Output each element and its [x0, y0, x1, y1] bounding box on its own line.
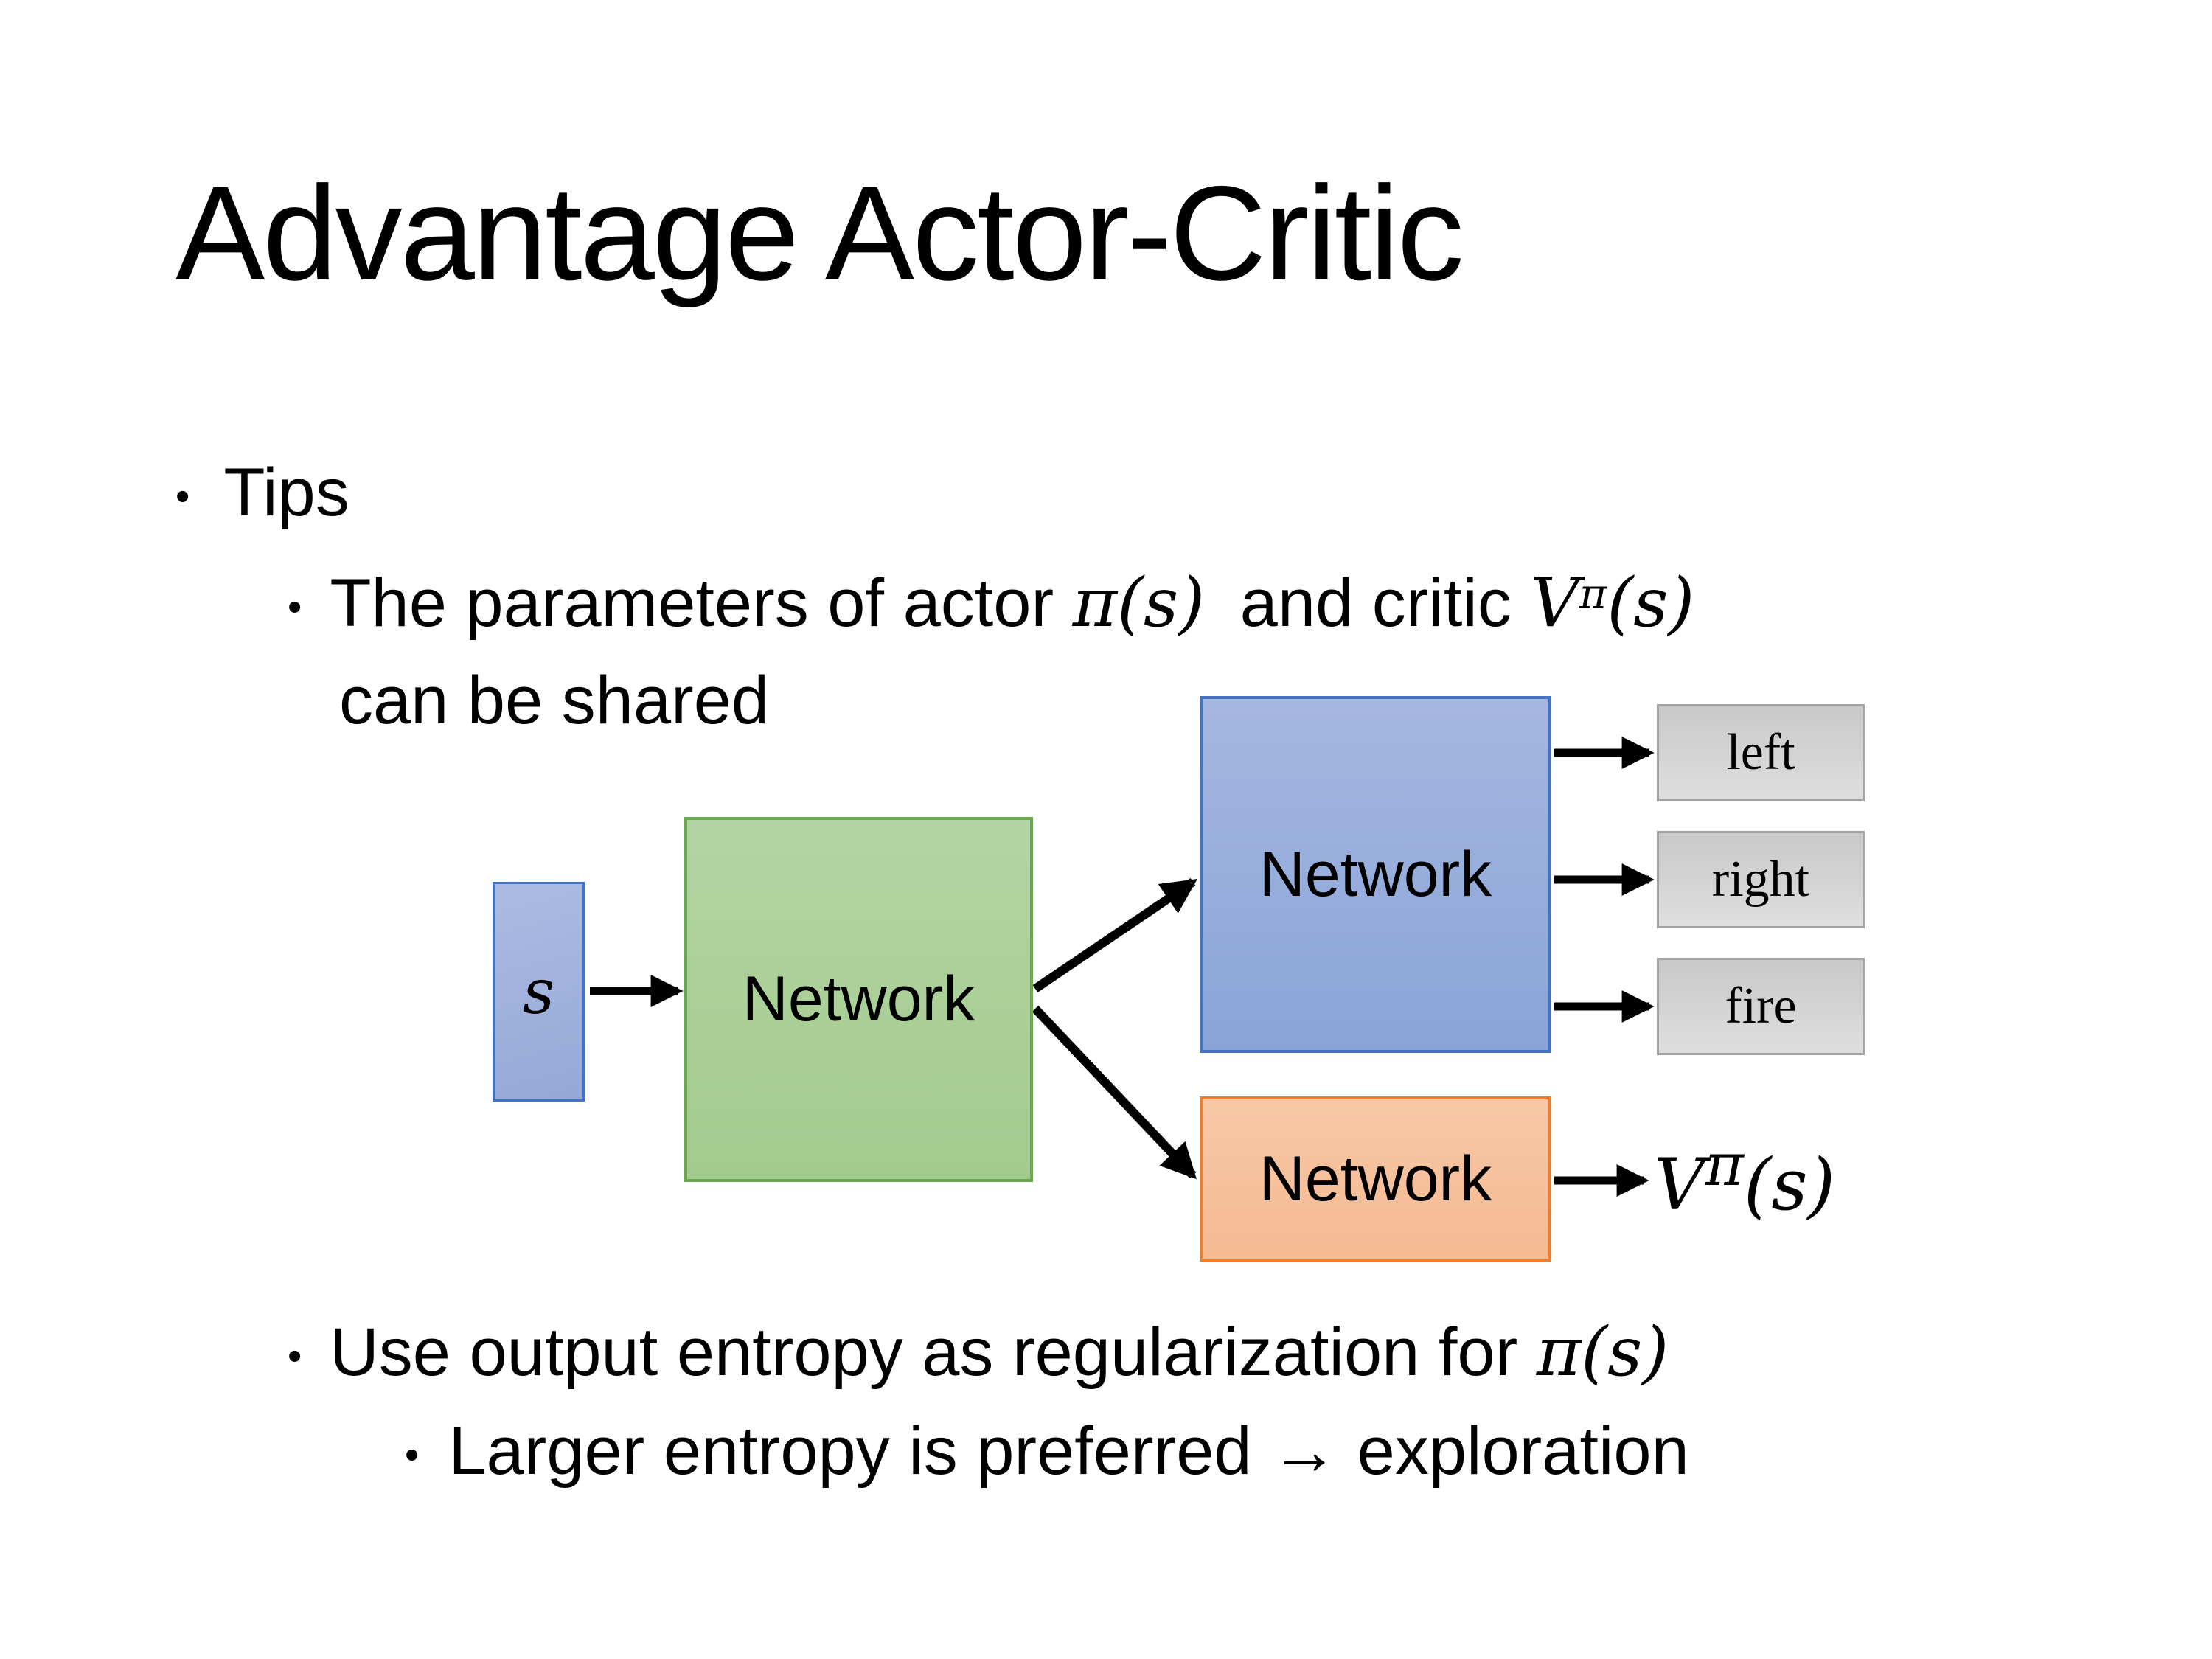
bullet-dot: • — [288, 1333, 302, 1380]
state-input-label: s — [522, 956, 555, 1028]
page-title: Advantage Actor-Critic — [175, 158, 1464, 308]
bullet-dot: • — [175, 473, 190, 520]
bullet-dot: • — [405, 1432, 420, 1478]
policy-math: π(s) — [1536, 1312, 1669, 1391]
shared-params-text-pre: The parameters of actor — [330, 566, 1073, 641]
bullet-entropy-regularization: • Use output entropy as regularization fo… — [288, 1315, 1669, 1390]
action-label-left: left — [1726, 724, 1795, 781]
action-label-fire: fire — [1725, 978, 1797, 1034]
action-box-fire: fire — [1657, 958, 1865, 1055]
value-v: V — [1654, 1144, 1705, 1226]
entropy-text: Use output entropy as regularization for — [330, 1315, 1537, 1390]
action-box-right: right — [1657, 831, 1865, 928]
value-args: (s) — [1743, 1144, 1836, 1226]
exploration-text: Larger entropy is preferred → exploratio… — [448, 1413, 1689, 1489]
arrow-shared-to-critic — [1032, 1005, 1197, 1180]
shared-params-text-mid: and critic — [1221, 566, 1531, 641]
action-label-right: right — [1711, 851, 1810, 908]
shared-network-label: Network — [742, 964, 975, 1034]
critic-network-box: Network — [1200, 1096, 1551, 1262]
bullet-shared-params-line1: • The parameters of actor π(s) and critic… — [288, 566, 1694, 641]
bullet-dot: • — [288, 584, 302, 630]
value-sup-pi: π — [1579, 570, 1607, 619]
state-input-box: s — [493, 882, 585, 1102]
shared-params-text-line2: can be shared — [339, 663, 770, 738]
value-sup-pi: π — [1705, 1130, 1744, 1199]
arrow-shared-to-actor — [1032, 878, 1197, 992]
value-v: V — [1530, 563, 1579, 642]
critic-value-output: Vπ(s) — [1654, 1135, 1835, 1221]
critic-network-label: Network — [1259, 1143, 1492, 1214]
bullet-shared-params-line2: can be shared — [339, 663, 770, 738]
actor-network-label: Network — [1259, 838, 1492, 910]
actor-policy-math: π(s) — [1072, 563, 1206, 642]
bullet-exploration: • Larger entropy is preferred → explorati… — [405, 1413, 1689, 1489]
actor-network-box: Network — [1200, 696, 1551, 1053]
critic-value-math: Vπ(s) — [1530, 563, 1694, 642]
action-box-left: left — [1657, 704, 1865, 801]
tips-label: Tips — [223, 455, 349, 530]
shared-network-box: Network — [684, 817, 1033, 1182]
value-args: (s) — [1607, 563, 1695, 642]
bullet-tips: • Tips — [175, 455, 349, 530]
